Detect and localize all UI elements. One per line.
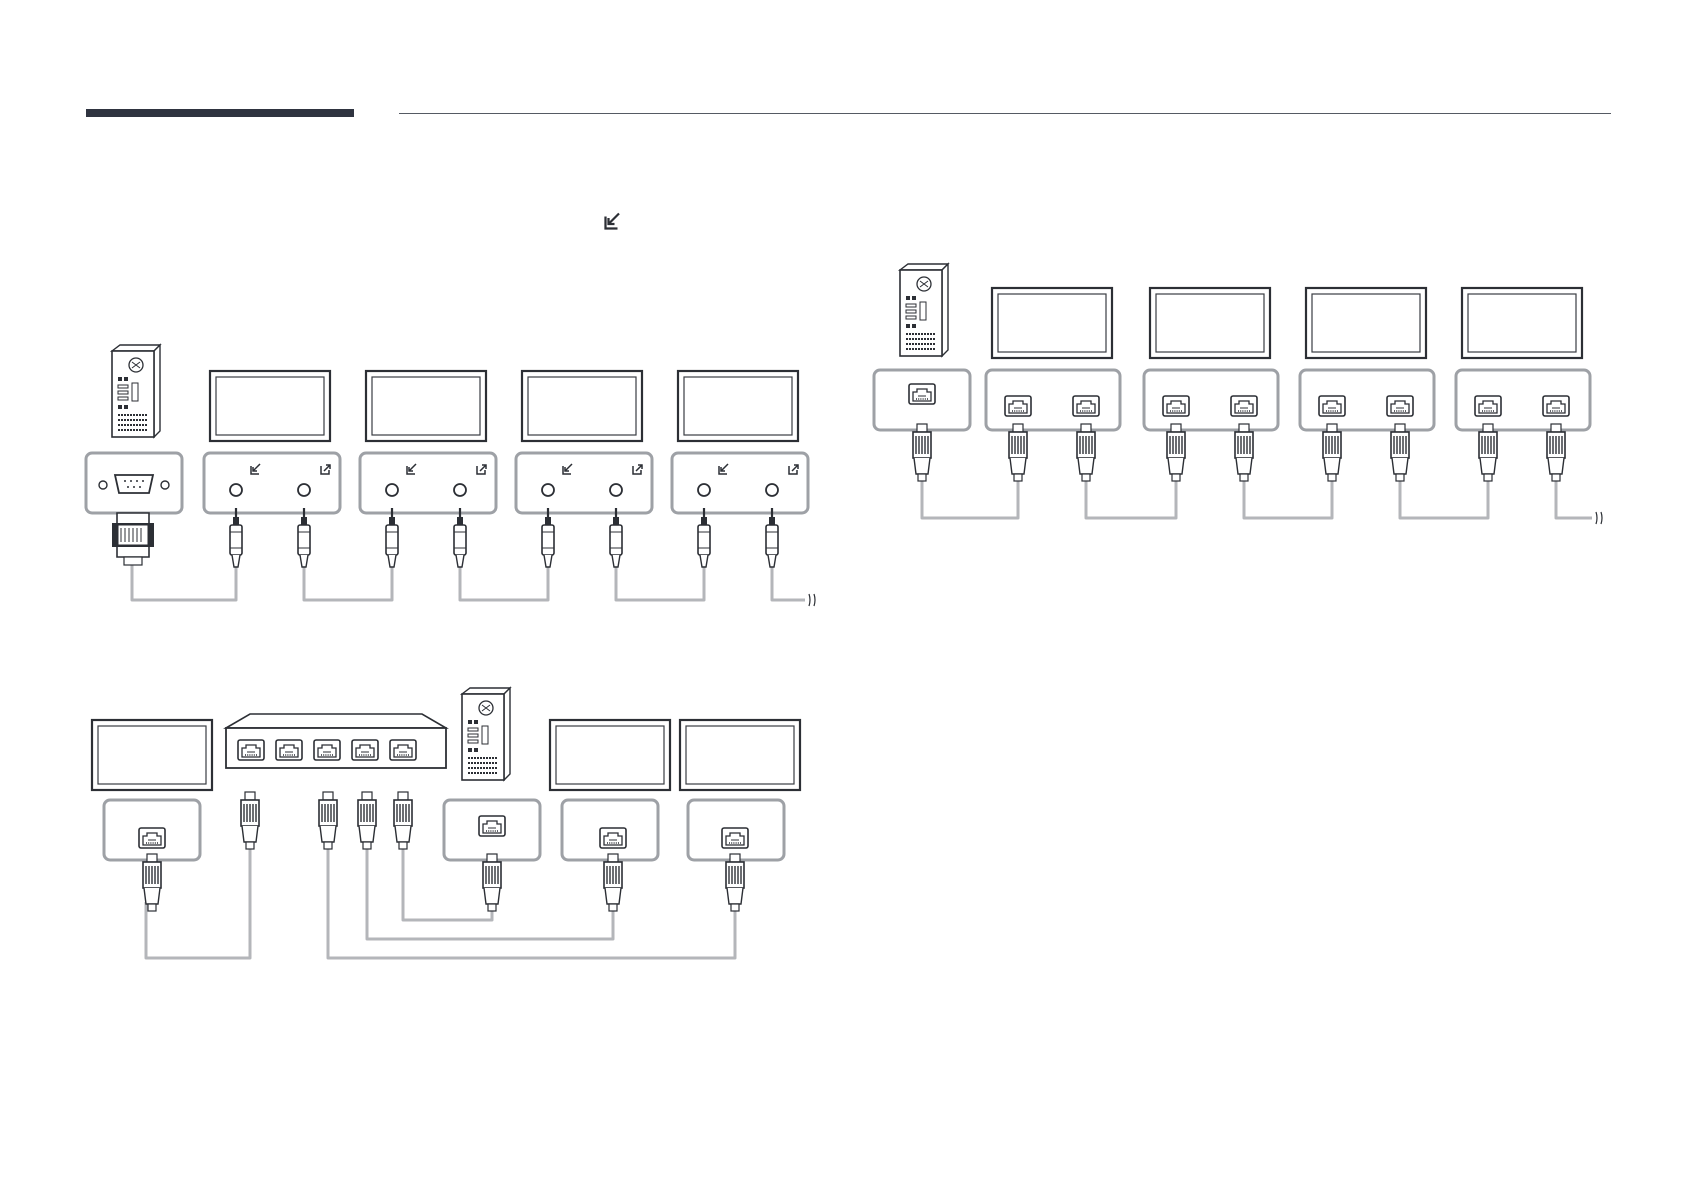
stereo-plug bbox=[698, 508, 710, 567]
rj45-plug bbox=[604, 854, 622, 911]
monitor-2 bbox=[1150, 288, 1270, 358]
stereo-plug bbox=[230, 508, 242, 567]
cable bbox=[328, 848, 735, 958]
rj45-plug bbox=[143, 854, 161, 911]
stereo-jack-out bbox=[766, 484, 778, 496]
monitor-3 bbox=[1306, 288, 1426, 358]
stereo-jack-in bbox=[230, 484, 242, 496]
rj45-plug bbox=[1479, 424, 1497, 481]
lan-daisy-chain-diagram bbox=[870, 260, 1610, 540]
rj45-lan-port bbox=[1543, 396, 1569, 416]
rj45-plug bbox=[1391, 424, 1409, 481]
rj45-lan-port bbox=[1387, 396, 1413, 416]
cable bbox=[772, 557, 805, 600]
stereo-jack-out bbox=[454, 484, 466, 496]
rj45-lan-port bbox=[1475, 396, 1501, 416]
cable bbox=[1244, 480, 1332, 518]
monitor-3 bbox=[522, 371, 642, 441]
cable-continues-icon bbox=[809, 594, 815, 606]
pc-tower bbox=[900, 264, 948, 356]
cable bbox=[304, 557, 392, 600]
rj45-lan-port bbox=[1231, 396, 1257, 416]
rj45-lan-port bbox=[909, 384, 935, 404]
hub-port-3 bbox=[314, 740, 340, 760]
rj45-plug bbox=[1323, 424, 1341, 481]
monitor-3 bbox=[680, 720, 800, 790]
monitor-4 bbox=[678, 371, 798, 441]
stereo-plug bbox=[386, 508, 398, 567]
monitor-1 bbox=[210, 371, 330, 441]
rj45-plug bbox=[394, 792, 412, 849]
rj45-lan-port bbox=[1319, 396, 1345, 416]
section-header-rule bbox=[399, 113, 1611, 114]
cable-continues-icon bbox=[1596, 512, 1602, 524]
monitor-2 bbox=[550, 720, 670, 790]
stereo-plug bbox=[298, 508, 310, 567]
hub-port-2 bbox=[276, 740, 302, 760]
rj45-plug bbox=[1077, 424, 1095, 481]
stereo-jack-in bbox=[386, 484, 398, 496]
rj45-plug bbox=[913, 424, 931, 481]
stereo-jack-in bbox=[698, 484, 710, 496]
rj45-plug bbox=[241, 792, 259, 849]
rj45-plug bbox=[726, 854, 744, 911]
stereo-plug bbox=[542, 508, 554, 567]
rs232c-d-sub-plug bbox=[112, 513, 154, 565]
stereo-jack-out bbox=[298, 484, 310, 496]
hub-port-4 bbox=[352, 740, 378, 760]
pc-tower bbox=[112, 345, 160, 437]
rj45-plug bbox=[1009, 424, 1027, 481]
stereo-jack-out bbox=[610, 484, 622, 496]
rj45-lan-port bbox=[722, 828, 748, 848]
monitor-1 bbox=[992, 288, 1112, 358]
rj45-lan-port bbox=[1073, 396, 1099, 416]
hub-port-1 bbox=[238, 740, 264, 760]
rj45-lan-port bbox=[1163, 396, 1189, 416]
pc-tower bbox=[462, 688, 510, 780]
stereo-plug bbox=[610, 508, 622, 567]
cable bbox=[1400, 480, 1488, 518]
monitor-2-rs232c-panel bbox=[360, 453, 496, 513]
rj45-lan-port bbox=[139, 828, 165, 848]
rj45-plug bbox=[1235, 424, 1253, 481]
cable bbox=[1086, 480, 1176, 518]
cable bbox=[132, 555, 236, 600]
stereo-plug bbox=[454, 508, 466, 567]
monitor-1 bbox=[92, 720, 212, 790]
rj45-plug bbox=[483, 854, 501, 911]
rj45-plug bbox=[1547, 424, 1565, 481]
rj45-plug bbox=[1167, 424, 1185, 481]
rj45-plug bbox=[358, 792, 376, 849]
rs232c-in-icon bbox=[604, 212, 622, 230]
monitor-4 bbox=[1462, 288, 1582, 358]
rj45-lan-port bbox=[1005, 396, 1031, 416]
cable bbox=[460, 557, 548, 600]
cable bbox=[616, 557, 704, 600]
stereo-plug bbox=[766, 508, 778, 567]
monitor-2 bbox=[366, 371, 486, 441]
cable bbox=[1556, 480, 1592, 518]
hub-port-5 bbox=[390, 740, 416, 760]
lan-hub-diagram bbox=[80, 680, 820, 970]
rj45-lan-port bbox=[600, 828, 626, 848]
cable bbox=[922, 480, 1018, 518]
monitor-1-rs232c-panel bbox=[204, 453, 340, 513]
rj45-lan-port bbox=[479, 816, 505, 836]
rj45-plug bbox=[319, 792, 337, 849]
section-header-bar bbox=[86, 109, 354, 117]
monitor-3-rs232c-panel bbox=[516, 453, 652, 513]
monitor-4-rs232c-panel bbox=[672, 453, 808, 513]
network-hub bbox=[226, 714, 446, 768]
stereo-jack-in bbox=[542, 484, 554, 496]
rs232c-daisy-chain-diagram bbox=[80, 335, 820, 625]
